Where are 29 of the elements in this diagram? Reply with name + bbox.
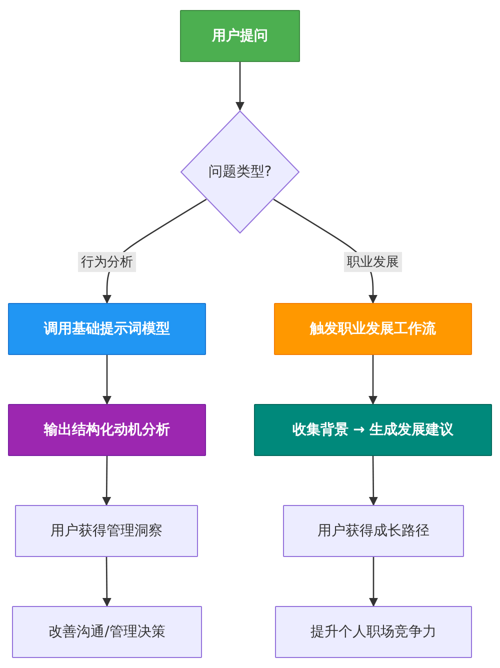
arrow — [368, 355, 378, 405]
node-label: 提升个人职场竞争力 — [310, 623, 436, 641]
process-box — [275, 606, 472, 658]
decision-diamond — [180, 110, 300, 234]
node-label: 用户获得管理洞察 — [50, 522, 162, 540]
process-box — [15, 505, 198, 557]
arrow — [368, 456, 378, 506]
arrow — [235, 62, 245, 111]
node-label: 触发职业发展工作流 — [310, 320, 436, 338]
node-label: 输出结构化动机分析 — [44, 421, 170, 439]
process-box — [274, 303, 472, 355]
process-box — [12, 606, 202, 658]
node-label: 问题类型? — [208, 163, 272, 181]
process-box — [8, 404, 206, 456]
process-box — [8, 303, 206, 355]
process-box — [180, 10, 300, 62]
arrow — [368, 557, 378, 607]
node-label: 改善沟通/管理决策 — [48, 623, 166, 641]
node-label: 用户获得成长路径 — [318, 522, 430, 540]
edge-label: 行为分析 — [78, 252, 136, 272]
node-label: 调用基础提示词模型 — [44, 320, 170, 338]
edge-label: 职业发展 — [344, 252, 402, 272]
node-label: 用户提问 — [212, 27, 268, 45]
process-box — [254, 404, 492, 456]
node-label: 收集背景 → 生成发展建议 — [292, 421, 454, 439]
arrow — [102, 355, 112, 405]
process-box — [283, 505, 464, 557]
arrow — [102, 456, 112, 506]
arrow — [102, 557, 112, 607]
